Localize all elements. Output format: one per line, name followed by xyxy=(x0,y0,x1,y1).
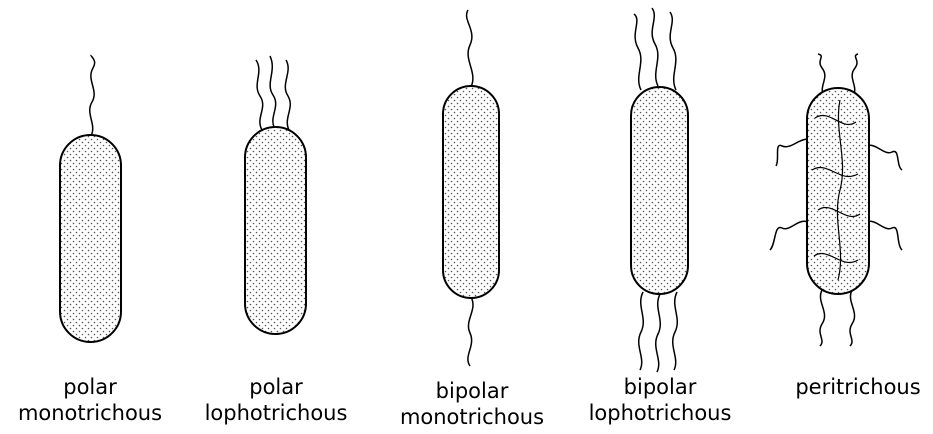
flagellum xyxy=(639,292,644,370)
flagellum xyxy=(652,8,658,86)
label-line-2: lophotrichous xyxy=(589,400,732,426)
label-line-2: peritrichous xyxy=(795,374,920,400)
flagellum xyxy=(467,10,473,87)
label-peritrichous: peritrichous xyxy=(795,374,920,400)
bacterium-body xyxy=(60,135,121,342)
label-polar-monotrichous: polar monotrichous xyxy=(18,374,162,426)
bacterium-body xyxy=(631,87,688,294)
label-bipolar-monotrichous: bipolar monotrichous xyxy=(400,378,544,430)
flagellum xyxy=(866,221,902,250)
label-line-2: monotrichous xyxy=(18,400,162,426)
flagellum xyxy=(852,54,858,96)
flagellum xyxy=(270,56,276,129)
flagellum xyxy=(256,60,263,130)
flagellum xyxy=(285,60,290,130)
cell-bipolar-monotrichous xyxy=(443,10,499,366)
cell-peritrichous xyxy=(770,54,902,346)
label-line-2: lophotrichous xyxy=(205,400,348,426)
cell-polar-monotrichous xyxy=(60,55,121,342)
flagellum xyxy=(468,297,473,366)
label-line-1: bipolar xyxy=(589,374,732,400)
flagellum xyxy=(776,139,811,166)
flagellum xyxy=(818,54,825,96)
bacterium-body xyxy=(245,127,306,334)
cell-polar-lophotrichous xyxy=(245,56,306,334)
flagellum xyxy=(670,12,676,90)
flagellum xyxy=(850,290,855,346)
label-line-2: monotrichous xyxy=(400,404,544,430)
label-polar-lophotrichous: polar lophotrichous xyxy=(205,374,348,426)
cell-bipolar-lophotrichous xyxy=(631,8,688,372)
label-bipolar-lophotrichous: bipolar lophotrichous xyxy=(589,374,732,426)
flagellum xyxy=(770,221,808,250)
flagellum xyxy=(656,294,661,372)
flagellum xyxy=(90,55,95,136)
bacterium-body xyxy=(443,86,499,298)
flagellum xyxy=(866,145,902,170)
flagellum xyxy=(634,14,641,90)
label-line-1: bipolar xyxy=(400,378,544,404)
flagellum xyxy=(673,292,678,370)
flagellum xyxy=(820,290,825,346)
label-line-1: polar xyxy=(18,374,162,400)
label-line-1: polar xyxy=(205,374,348,400)
